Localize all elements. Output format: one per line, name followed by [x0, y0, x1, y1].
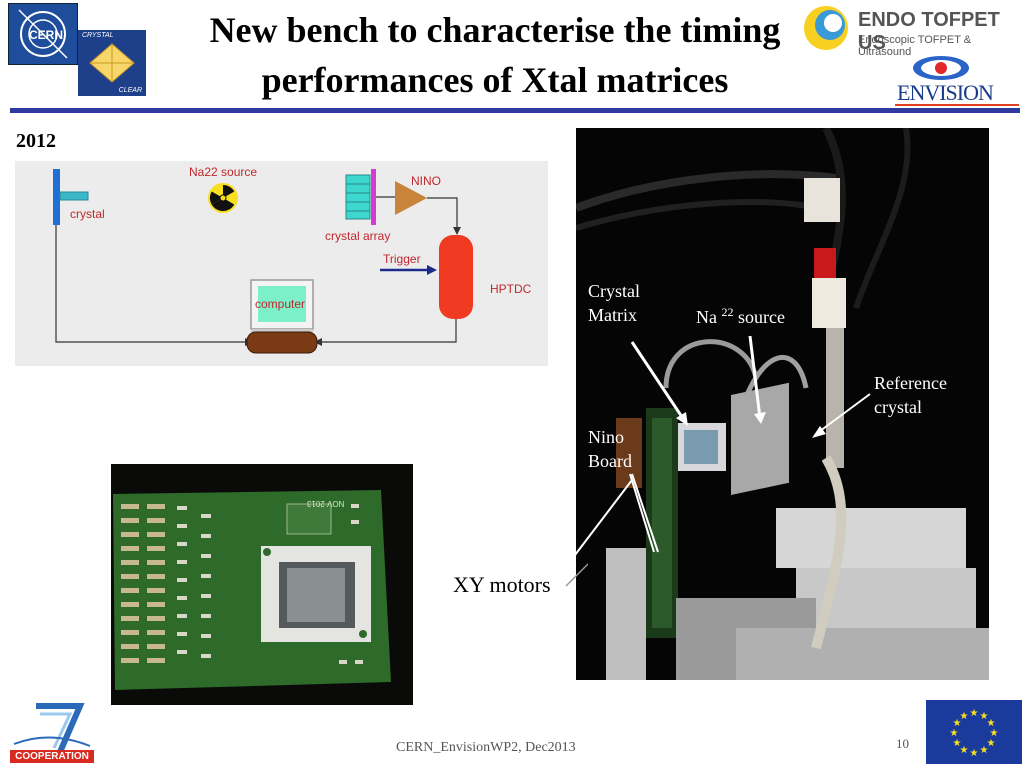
trigger-label: Trigger	[383, 252, 421, 266]
board-photo: NOV 2013	[111, 464, 413, 705]
crystal-diamond-icon	[89, 43, 135, 83]
cern-logo-icon	[18, 9, 68, 59]
reference-crystal-label-line2: crystal	[874, 397, 922, 417]
reference-crystal-label-line1: Reference	[874, 373, 947, 393]
setup-photo-illustration	[576, 128, 989, 680]
cern-logo-text: CERN	[29, 28, 64, 42]
title-rule	[10, 108, 1020, 113]
na22-source-label: Na22 source	[189, 165, 258, 179]
fp7-logo: COOPERATION	[10, 700, 94, 764]
svg-text:★: ★	[953, 718, 962, 729]
computer-icon	[250, 279, 314, 333]
svg-text:★: ★	[970, 748, 979, 759]
crystal-clear-bottom-text: CLEAR	[118, 87, 142, 94]
slide-title-line2: performances of Xtal matrices	[261, 60, 729, 100]
endo-tofpet-title: ENDO TOFPET US	[858, 9, 1000, 54]
eu-stars-icon: ★★★ ★★★ ★★★ ★★★	[950, 708, 999, 759]
na22-source-photo-label: Na 22 source	[696, 301, 785, 329]
endo-tofpet-subtitle: Endoscopic TOFPET & Ultrasound	[858, 34, 972, 58]
envision-logo: ENVISION	[895, 54, 1023, 106]
nino-board-label-line2: Board	[588, 451, 632, 471]
svg-text:★: ★	[960, 745, 969, 756]
svg-text:★: ★	[980, 745, 989, 756]
svg-text:★: ★	[987, 718, 996, 729]
nino-board-label-line1: Nino	[588, 427, 624, 447]
eu-flag: ★★★ ★★★ ★★★ ★★★	[926, 700, 1022, 764]
na-source-prefix: Na	[696, 307, 717, 327]
board-silkscreen-text: NOV 2013	[307, 499, 345, 508]
setup-photo: Crystal Matrix Na 22 source Reference cr…	[576, 128, 989, 680]
nino-wire	[427, 197, 458, 231]
crystal-bar	[53, 169, 60, 225]
crystal-wire	[55, 225, 245, 343]
envision-underline	[895, 104, 1019, 106]
crystal-label: crystal	[70, 207, 105, 221]
year-label: 2012	[16, 130, 56, 152]
cern-logo: CERN	[8, 3, 78, 65]
radiation-icon	[208, 183, 238, 213]
computer-label: computer	[255, 297, 306, 311]
base-unit	[246, 331, 318, 354]
footer-text: CERN_EnvisionWP2, Dec2013	[396, 740, 576, 755]
nino-amplifier	[395, 181, 427, 215]
envision-text: ENVISION	[897, 80, 994, 105]
crystal-matrix-label-line2: Matrix	[588, 305, 637, 325]
crystal-array	[345, 169, 376, 225]
hptdc-label: HPTDC	[490, 282, 532, 296]
endo-tofpet-icon	[804, 6, 848, 50]
svg-text:★: ★	[960, 711, 969, 722]
na-source-superscript: 22	[721, 305, 734, 319]
hptdc-wire	[318, 319, 457, 343]
page-number: 10	[896, 736, 909, 751]
na-source-suffix: source	[738, 307, 785, 327]
xy-motors-label: XY motors	[453, 572, 551, 597]
fp7-cooperation-text: COOPERATION	[10, 750, 94, 763]
setup-diagram: crystal Na22 source NINO crystal array T…	[15, 161, 548, 366]
hptdc-box	[439, 235, 473, 319]
endo-tofpet-logo: ENDO TOFPET US Endoscopic TOFPET & Ultra…	[800, 3, 1022, 58]
crystal-matrix-label-line1: Crystal	[588, 281, 640, 301]
fp7-seven-icon	[13, 703, 91, 754]
crystal-stub	[59, 191, 89, 201]
svg-text:★: ★	[970, 708, 979, 719]
svg-text:★: ★	[990, 728, 999, 739]
crystal-array-label: crystal array	[325, 229, 391, 243]
nino-label: NINO	[411, 174, 441, 188]
xy-motors-leader-line	[565, 563, 588, 587]
svg-text:★: ★	[980, 711, 989, 722]
svg-text:★: ★	[953, 738, 962, 749]
diagram-svg	[53, 169, 473, 354]
envision-eye-icon	[913, 56, 969, 80]
svg-text:★: ★	[950, 728, 959, 739]
svg-text:★: ★	[987, 738, 996, 749]
slide-title-line1: New bench to characterise the timing	[209, 10, 781, 50]
board-photo-illustration	[111, 464, 413, 705]
crystal-clear-logo: CRYSTAL CLEAR	[78, 30, 146, 96]
crystal-clear-top-text: CRYSTAL	[82, 32, 114, 39]
